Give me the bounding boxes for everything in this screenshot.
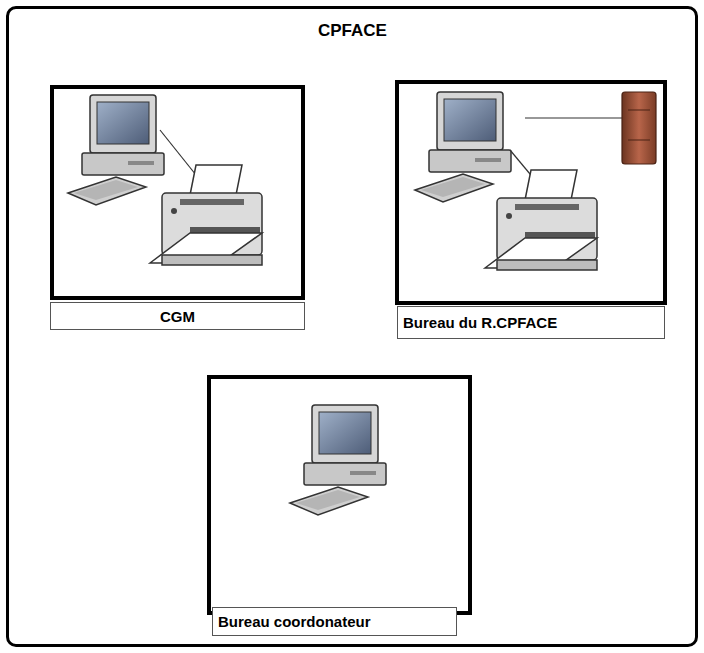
office-name: CGM: [160, 308, 195, 325]
office-name: Bureau coordonateur: [218, 613, 371, 630]
office-box: Bureau coordonateur: [207, 375, 472, 615]
site-boundary: CPFACE CGM Bureau du R.CPFACE Bureau coordo…: [6, 6, 698, 647]
office-label: Bureau coordonateur: [212, 607, 457, 636]
office-name: Bureau du R.CPFACE: [403, 314, 557, 331]
office-label: CGM: [50, 302, 305, 330]
office-box: Bureau du R.CPFACE: [395, 80, 667, 305]
office-box: CGM: [50, 85, 305, 300]
site-title: CPFACE: [318, 21, 387, 41]
office-label: Bureau du R.CPFACE: [397, 306, 665, 339]
